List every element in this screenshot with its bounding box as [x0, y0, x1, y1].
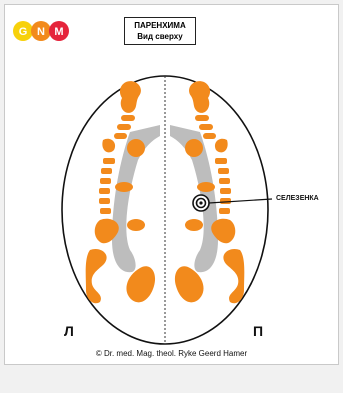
left-side-label: Л [64, 323, 74, 339]
right-side-label: П [253, 323, 263, 339]
copyright-footer: © Dr. med. Mag. theol. Ryke Geerd Hamer [0, 349, 343, 358]
spleen-label: СЕЛЕЗЕНКА [276, 195, 319, 202]
